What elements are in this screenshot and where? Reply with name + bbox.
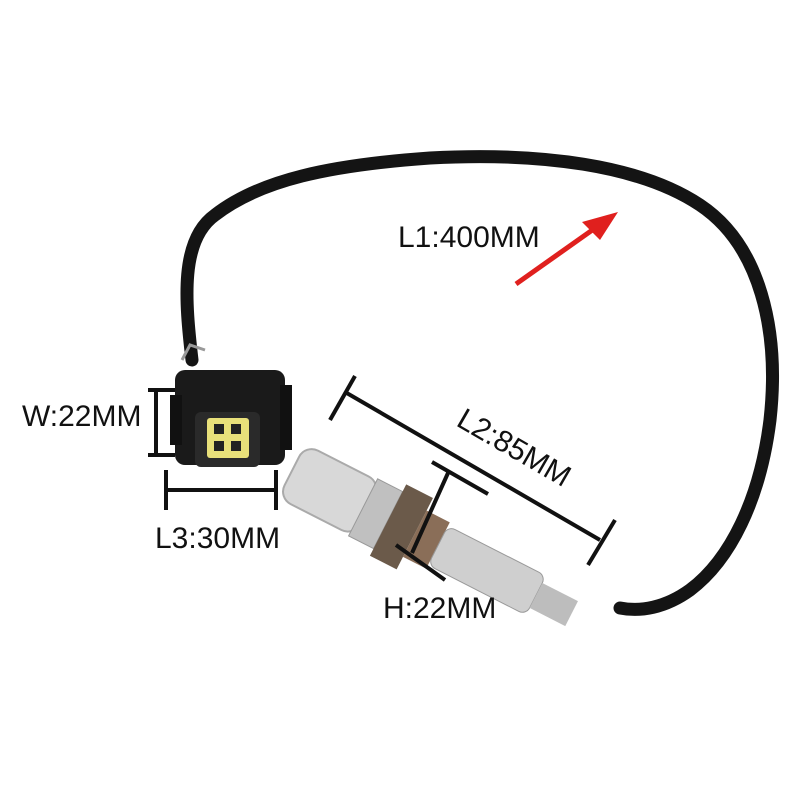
probe-length-label: L2:85MM xyxy=(452,402,577,493)
hex-nut xyxy=(369,484,433,570)
width-dimension-line xyxy=(148,388,175,457)
oxygen-sensor-body xyxy=(282,448,578,627)
hex-size-dimension-line xyxy=(394,460,489,582)
width-label: W:22MM xyxy=(22,400,141,433)
cable-wires xyxy=(180,343,206,361)
cable-length-label: L1:400MM xyxy=(398,221,540,254)
arrow-icon xyxy=(514,212,618,287)
connector-length-label: L3:30MM xyxy=(155,522,280,555)
electrical-connector xyxy=(170,370,292,467)
connector-length-dimension-line xyxy=(164,470,278,510)
probe-length-dimension-line xyxy=(328,375,617,567)
hex-size-label: H:22MM xyxy=(383,592,496,625)
sensor-cable xyxy=(180,150,779,616)
connector-pins xyxy=(207,418,249,458)
